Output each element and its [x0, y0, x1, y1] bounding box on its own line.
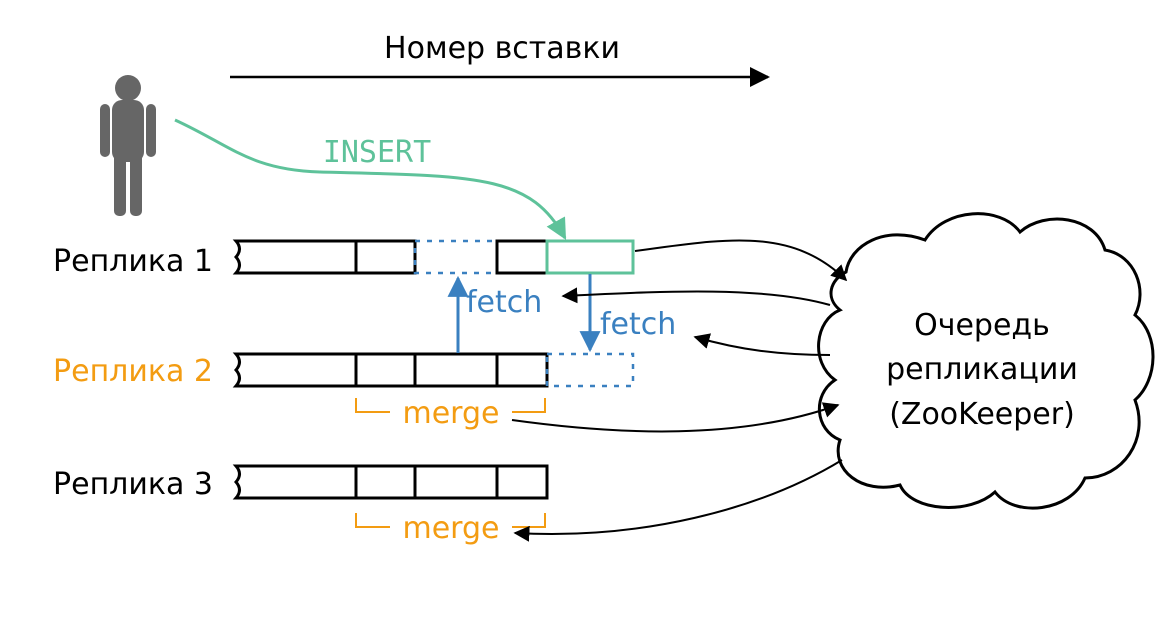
replica-1-part	[232, 239, 417, 275]
replica-1-to-queue-arrow	[634, 239, 848, 282]
replica-3-track	[232, 464, 549, 500]
replica-2-missing-part	[545, 352, 635, 388]
replica-3-part	[232, 464, 549, 500]
queue-to-replica-1-fetch-arrow	[561, 287, 831, 306]
insert-arrow	[174, 118, 567, 240]
merge-bracket-replica-2	[355, 398, 546, 413]
queue-title-line-1: Очередь	[914, 308, 1050, 343]
queue-to-replica-2-fetch-arrow	[693, 333, 831, 356]
replica-2-label: Реплика 2	[53, 354, 213, 389]
person-icon	[100, 75, 156, 216]
merge-label-replica-3: merge	[403, 511, 500, 546]
fetch-down-label: fetch	[600, 307, 676, 342]
replica-1-part	[495, 239, 549, 275]
replica-2-track	[232, 352, 635, 388]
replica-1-inserted-part	[545, 239, 635, 275]
queue-title-line-2: репликации	[886, 352, 1078, 387]
merge-label-replica-2: merge	[403, 396, 500, 431]
merge-to-queue-arrow	[511, 402, 840, 433]
replication-queue-cloud	[817, 212, 1155, 510]
queue-title-line-3: (ZooKeeper)	[889, 397, 1075, 432]
replica-1-track	[232, 239, 635, 275]
insert-label: INSERT	[323, 135, 431, 170]
queue-to-replica-3-merge-arrow	[513, 459, 843, 542]
replica-1-label: Реплика 1	[53, 244, 213, 279]
fetch-up-label: fetch	[466, 285, 542, 320]
replica-1-missing-part	[413, 239, 499, 275]
axis-title: Номер вставки	[384, 31, 620, 66]
replica-2-part	[232, 352, 549, 388]
replica-3-label: Реплика 3	[53, 467, 213, 502]
